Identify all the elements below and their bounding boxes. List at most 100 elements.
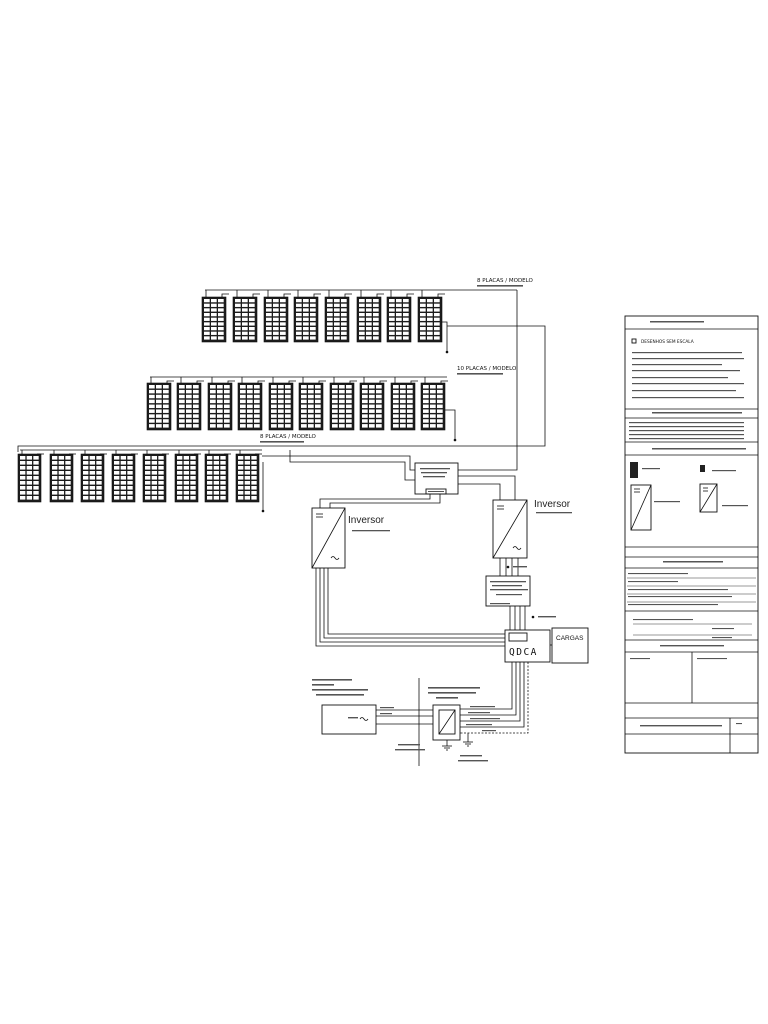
legend-panel-icon (630, 462, 638, 478)
panel-cell (127, 476, 133, 480)
panel-cell (58, 491, 65, 495)
panel-cell (334, 308, 340, 312)
panel-cell (420, 299, 426, 303)
panel-cell (114, 461, 120, 465)
panel-cell (151, 491, 158, 495)
panel-cell (271, 419, 277, 423)
panel-cell (310, 317, 316, 321)
panel-cell (240, 409, 246, 413)
panel-cell (359, 299, 365, 303)
panel-cell (217, 414, 223, 418)
panel-cell (244, 481, 251, 485)
panel-cell (341, 303, 347, 307)
panel-cell (437, 385, 443, 389)
panel-cell (156, 414, 162, 418)
panel-cell (89, 456, 96, 460)
panel-cell (163, 414, 169, 418)
illegible-text (421, 472, 447, 474)
panel-cell (20, 481, 26, 485)
panel-cell (430, 385, 436, 389)
panel-cell (244, 471, 251, 475)
panel-cell (437, 419, 443, 423)
panel-lead (257, 380, 265, 383)
panel-cell (393, 394, 399, 399)
panel-cell (366, 303, 372, 307)
panel-cell (220, 471, 226, 475)
panel-cell (224, 414, 230, 418)
panel-cell (127, 486, 133, 490)
panel-cell (240, 399, 246, 404)
panel-cell (89, 461, 96, 465)
panel-cell (193, 404, 199, 409)
panel-cell (156, 385, 162, 389)
panel-cell (285, 385, 291, 389)
panel-cell (271, 404, 277, 409)
panel-cell (407, 389, 413, 394)
panel-cell (149, 389, 155, 394)
panel-cell (244, 496, 251, 500)
panel-cell (213, 466, 220, 470)
panel-cell (362, 414, 368, 418)
panel-cell (114, 496, 120, 500)
panel-cell (427, 299, 433, 303)
illegible-text (312, 689, 368, 691)
panel-cell (403, 336, 409, 340)
panel-cell (247, 409, 253, 413)
panel-cell (242, 322, 248, 326)
grid-wire (460, 662, 517, 716)
ac-symbol (359, 717, 369, 721)
panel-cell (389, 308, 395, 312)
panel-cell (163, 409, 169, 413)
panel-cell (213, 461, 220, 465)
panel-cell (369, 399, 375, 404)
panel-cell (52, 491, 58, 495)
panel-cell (218, 299, 224, 303)
panel-cell (271, 414, 277, 418)
panel-cell (190, 461, 196, 465)
panel-cell (339, 404, 345, 409)
panel-cell (362, 394, 368, 399)
panel-cell (190, 471, 196, 475)
panel-cell (310, 327, 316, 331)
panel-cell (393, 385, 399, 389)
panel-cell (339, 389, 345, 394)
panel-cell (434, 322, 440, 326)
diagram-geometry (17, 285, 759, 766)
panel-cell (33, 486, 39, 490)
panel-cell (89, 481, 96, 485)
panel-cell (393, 389, 399, 394)
ground-wire (460, 662, 529, 734)
panel-cell (210, 385, 216, 389)
panel-cell (217, 409, 223, 413)
panel-cell (251, 466, 257, 470)
panel-cell (151, 481, 158, 485)
illegible-text (712, 628, 734, 630)
solar-panel (356, 296, 382, 343)
panel-cell (400, 424, 406, 428)
panel-cell (244, 486, 251, 490)
panel-cell (315, 385, 321, 389)
illegible-text (654, 501, 680, 503)
panel-lead (227, 380, 235, 383)
panel-cell (430, 389, 436, 394)
junction-dot (445, 350, 449, 354)
panel-cell (235, 336, 241, 340)
inverter-left-diagonal (311, 507, 346, 569)
panel-cell (423, 404, 429, 409)
panel-cell (207, 486, 213, 490)
string-1-feed (458, 290, 518, 471)
panel-cell (339, 409, 345, 413)
panel-cell (254, 419, 260, 423)
panel-cell (332, 424, 338, 428)
panel-cell (327, 336, 333, 340)
panel-cell (211, 313, 217, 317)
panel-lead (437, 293, 445, 297)
panel-cell (334, 317, 340, 321)
panel-cell (177, 486, 183, 490)
panel-cell (376, 424, 382, 428)
panel-cell (366, 299, 372, 303)
panel-cell (217, 424, 223, 428)
solar-panel (329, 382, 355, 431)
panel-cell (96, 496, 102, 500)
panel-cell (240, 394, 246, 399)
